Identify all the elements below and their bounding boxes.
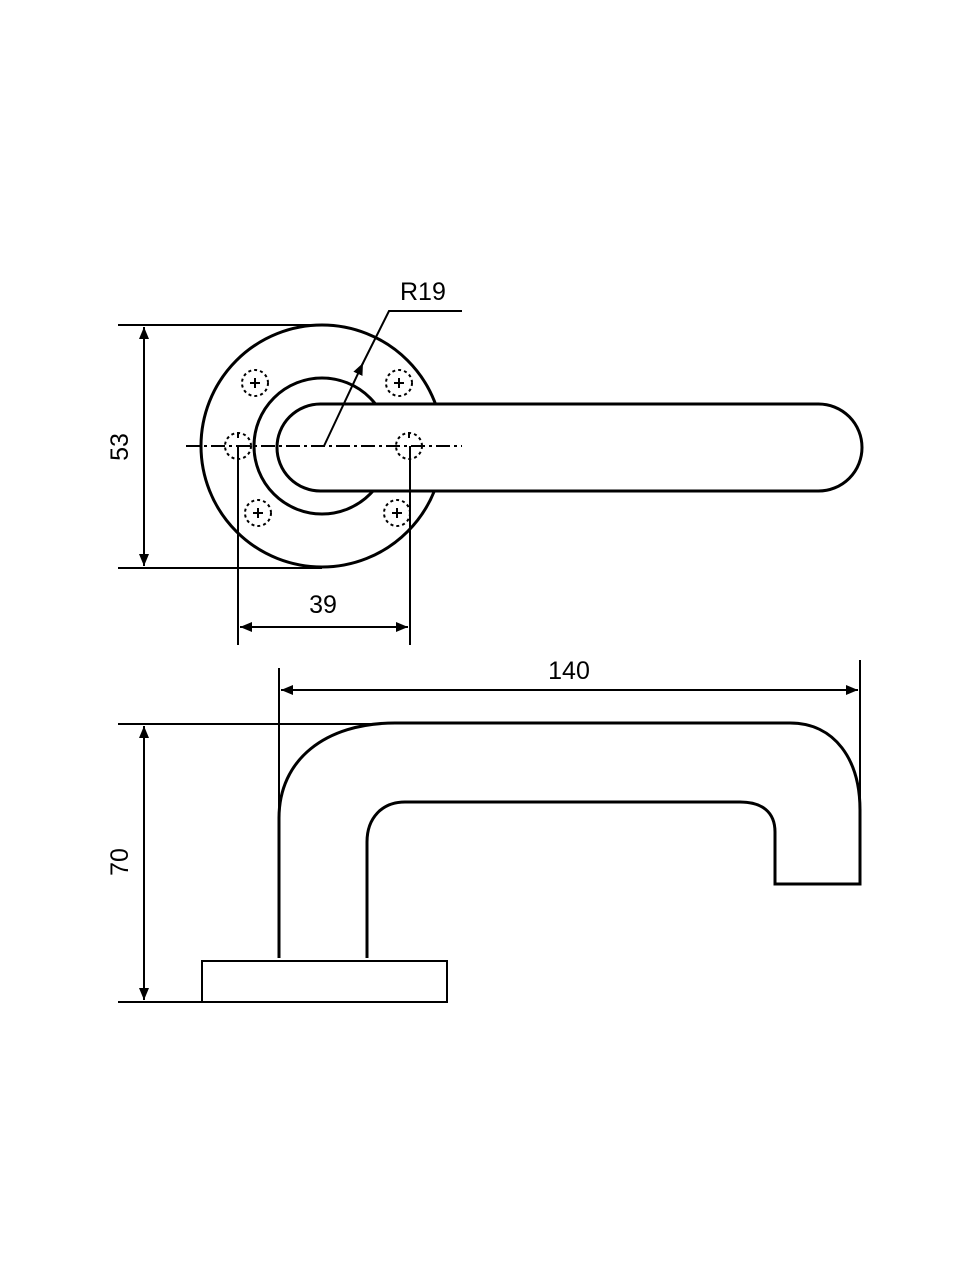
lever-top — [275, 402, 864, 493]
top-view: R19 53 39 — [106, 278, 864, 645]
dimension-70: 70 — [106, 848, 134, 876]
lever-side — [277, 721, 862, 958]
side-view: 140 70 — [106, 657, 862, 1003]
radius-leader — [323, 362, 364, 447]
radius-label: R19 — [400, 278, 446, 306]
screw-hole — [244, 499, 272, 527]
base-plate — [201, 960, 448, 1003]
dimension-39: 39 — [309, 591, 337, 619]
screw-hole — [385, 369, 413, 397]
screw-hole — [241, 369, 269, 397]
dimension-53: 53 — [106, 433, 134, 461]
dimension-140: 140 — [548, 657, 590, 685]
